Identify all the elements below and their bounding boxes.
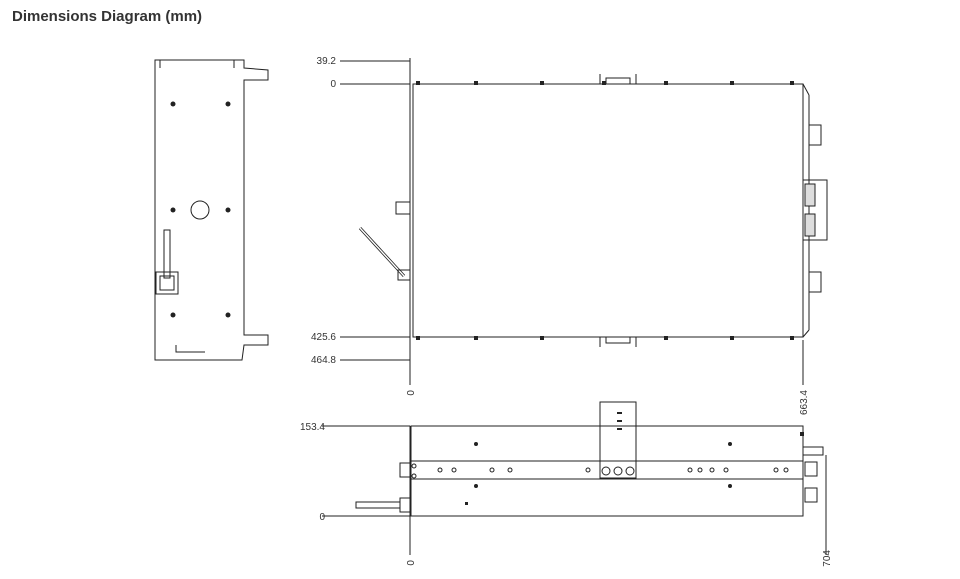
side-view-outline <box>154 59 269 361</box>
front-view: 153.4 0 0 704 <box>300 401 833 567</box>
front-right-port-lower <box>804 487 818 503</box>
top-view: 39.2 0 425.6 464.8 0 663.4 <box>311 56 828 415</box>
dim-label-153-4: 153.4 <box>300 422 325 433</box>
handle-slots <box>617 412 622 430</box>
dim-label-front-0: 0 <box>319 512 325 523</box>
front-handle <box>599 401 637 479</box>
right-port-lower <box>804 213 816 237</box>
dim-label-top-x-0: 0 <box>406 390 417 396</box>
right-port-panel <box>802 179 828 241</box>
side-pipe <box>163 229 171 279</box>
dim-label-425-6: 425.6 <box>311 332 336 343</box>
right-connector-bottom <box>808 271 822 293</box>
front-right-port-upper <box>804 461 818 477</box>
front-right-tab <box>802 446 824 456</box>
dim-label-front-x-0: 0 <box>406 560 417 566</box>
front-dots <box>465 432 804 505</box>
dim-label-0: 0 <box>330 79 336 90</box>
top-body-edge <box>802 329 810 338</box>
front-left-pipe <box>355 501 401 509</box>
rail-holes <box>411 463 789 479</box>
front-rail <box>410 460 804 480</box>
side-connector-block <box>155 271 179 295</box>
top-body-edge <box>802 83 810 96</box>
side-connector-inner <box>159 275 175 291</box>
page-title: Dimensions Diagram (mm) <box>12 8 203 25</box>
dim-label-464-8: 464.8 <box>311 355 336 366</box>
left-pipe-inner <box>359 227 405 277</box>
front-left-fitting <box>399 497 412 513</box>
side-holes <box>170 101 231 318</box>
left-knob <box>395 201 411 215</box>
side-bracket-mark <box>175 345 205 353</box>
right-port-upper <box>804 183 816 207</box>
side-view <box>154 59 269 361</box>
side-port-circle <box>190 200 210 220</box>
left-pipe-fitting <box>397 269 411 281</box>
front-body-outline <box>410 425 804 517</box>
dim-label-663-4: 663.4 <box>799 390 810 415</box>
dim-label-39-2: 39.2 <box>317 56 337 67</box>
top-body-outline <box>412 83 804 338</box>
dim-label-704: 704 <box>822 550 833 567</box>
rail-dots <box>416 81 794 340</box>
front-left-knob <box>399 462 412 478</box>
right-connector-top <box>808 124 822 146</box>
bottom-handle <box>599 337 637 347</box>
